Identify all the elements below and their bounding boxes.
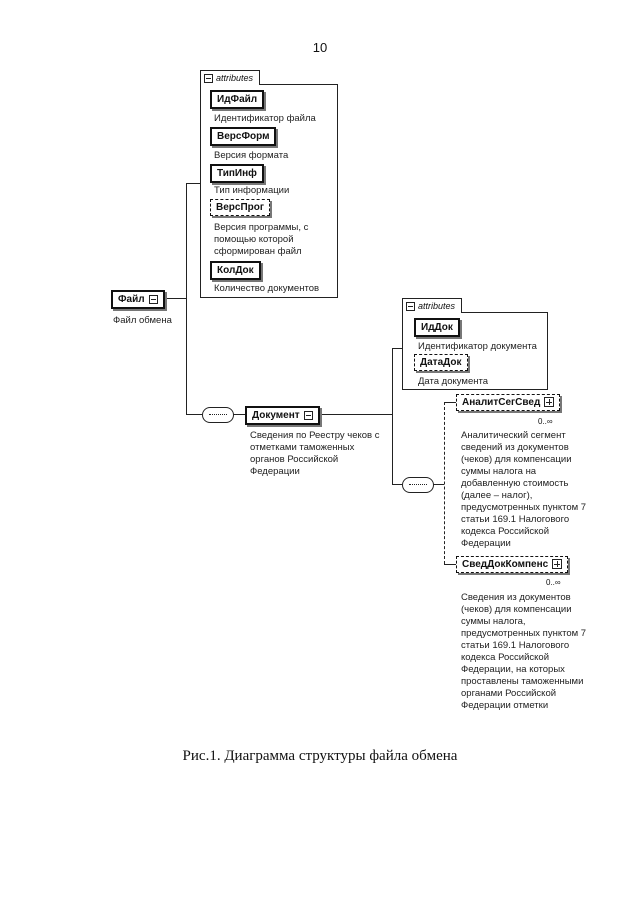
- attribute-versprog[interactable]: ВерсПрог: [210, 199, 271, 216]
- attribute-koldok[interactable]: КолДок: [210, 261, 261, 280]
- page-number: 10: [312, 40, 328, 55]
- attributes-tab[interactable]: attributes: [200, 70, 261, 85]
- child-analitsegsved-desc: Аналитический сегмент сведений из докуме…: [461, 430, 587, 549]
- child-sveddokkompens-desc: Сведения из документов (чеков) для компе…: [461, 592, 587, 711]
- root-element-name: Файл: [118, 294, 145, 305]
- child-sveddokkompens-name: СведДокКомпенс: [462, 559, 549, 570]
- attribute-idfile[interactable]: ИдФайл: [210, 90, 265, 109]
- attribute-tipinf[interactable]: ТипИнф: [210, 164, 264, 183]
- root-element-desc: Файл обмена: [113, 315, 172, 326]
- expand-icon[interactable]: [544, 397, 555, 408]
- attribute-iddok[interactable]: ИдДок: [414, 318, 460, 337]
- attribute-versform-desc: Версия формата: [214, 150, 289, 161]
- document-element-desc: Сведения по Реестру чеков с отметками та…: [250, 430, 380, 477]
- expand-icon[interactable]: [552, 559, 563, 570]
- child-sveddokkompens-cardinality: 0..∞: [546, 578, 561, 587]
- attributes-label: attributes: [216, 73, 254, 83]
- attribute-datadok-desc: Дата документа: [418, 376, 488, 387]
- attributes-label: attributes: [418, 301, 456, 311]
- child-analitsegsved-name: АналитСегСвед: [462, 397, 541, 408]
- child-sveddokkompens[interactable]: СведДокКомпенс: [456, 556, 569, 573]
- collapse-icon[interactable]: [303, 410, 313, 420]
- document-element[interactable]: Документ: [245, 406, 320, 425]
- root-element[interactable]: Файл: [111, 290, 165, 309]
- document-element-name: Документ: [252, 410, 300, 421]
- attribute-tipinf-desc: Тип информации: [214, 185, 290, 196]
- attribute-idfile-desc: Идентификатор файла: [214, 113, 316, 124]
- collapse-icon[interactable]: [148, 294, 158, 304]
- sequence-icon[interactable]: [202, 407, 234, 423]
- child-analitsegsved-cardinality: 0..∞: [538, 417, 553, 426]
- collapse-icon[interactable]: [406, 301, 415, 311]
- attribute-iddok-desc: Идентификатор документа: [418, 341, 537, 352]
- attribute-versprog-desc: Версия программы, с помощью которой сфор…: [214, 222, 309, 257]
- sequence-icon[interactable]: [402, 477, 434, 493]
- collapse-icon[interactable]: [204, 73, 213, 83]
- child-analitsegsved[interactable]: АналитСегСвед: [456, 394, 561, 411]
- figure-caption: Рис.1. Диаграмма структуры файла обмена: [182, 748, 458, 764]
- attributes-tab[interactable]: attributes: [402, 298, 463, 313]
- attribute-versform[interactable]: ВерсФорм: [210, 127, 277, 146]
- attribute-datadok[interactable]: ДатаДок: [414, 354, 468, 371]
- attribute-koldok-desc: Количество документов: [214, 283, 320, 294]
